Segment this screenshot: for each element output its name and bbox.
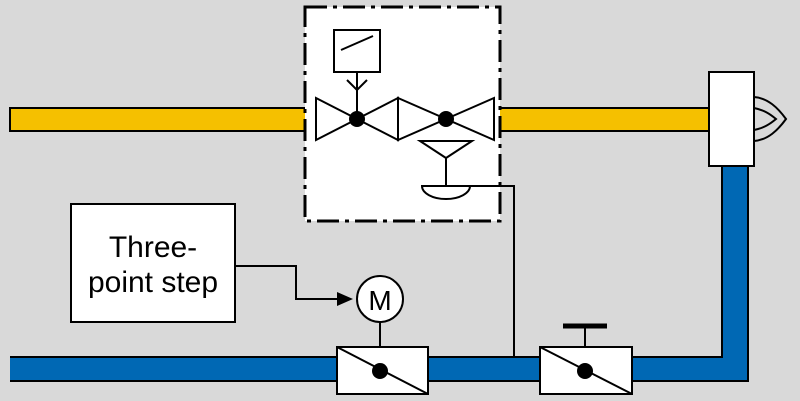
solenoid-icon xyxy=(333,29,381,118)
control-box-line2: point step xyxy=(88,266,218,299)
pressure-diaphragm-icon xyxy=(416,140,515,357)
motor-icon: M xyxy=(356,275,404,371)
motor-label: M xyxy=(368,285,391,316)
gate-valve-icon xyxy=(539,323,633,395)
mixing-valve-icon xyxy=(336,346,429,395)
control-box: Three- point step xyxy=(70,203,236,323)
control-box-line1: Three- xyxy=(109,231,197,264)
burner-icon xyxy=(708,71,788,167)
signal-arrow xyxy=(235,265,353,306)
valve-icon xyxy=(315,96,495,142)
